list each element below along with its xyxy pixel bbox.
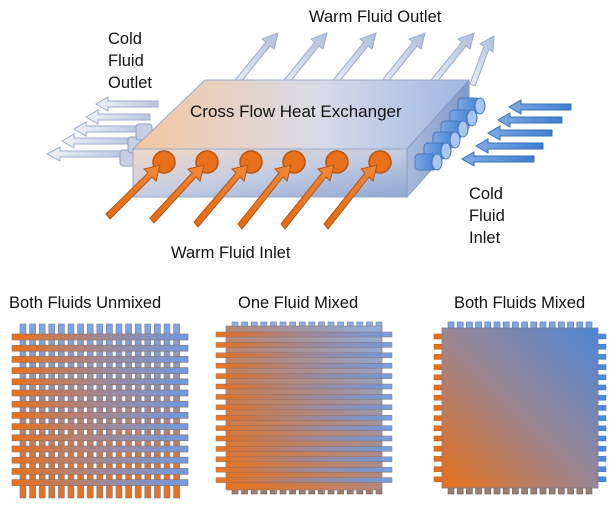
warm-channel-strip (215, 352, 393, 359)
cold-channel-strip (29, 323, 36, 499)
cold-channel-strip (77, 323, 84, 499)
cold-channel-strip (106, 323, 113, 499)
warm-channel-strip (11, 423, 189, 430)
cold-channel-strip (58, 323, 65, 499)
warm-channel-strip (11, 356, 189, 363)
panel-both-fluids-unmixed (11, 323, 189, 499)
cold-fluid-inlet-line-2: Fluid (469, 207, 505, 225)
cold-fluid-inlet-line-1: Cold (469, 185, 503, 203)
warm-fluid-outlet-label: Warm Fluid Outlet (309, 8, 442, 26)
cold-fluid-outlet-line-1: Cold (108, 30, 142, 48)
warm-channel-strip (11, 468, 189, 475)
warm-channel-strip (215, 342, 393, 348)
cold-fluid-outlet-line-3: Outlet (108, 74, 153, 92)
both-fluids-mixed-label: Both Fluids Mixed (454, 294, 586, 312)
warm-fluid-inlet-label: Warm Fluid Inlet (171, 244, 291, 262)
one-fluid-mixed-label: One Fluid Mixed (238, 294, 359, 312)
warm-channel-strip (215, 477, 393, 483)
warm-channel-strip (215, 331, 393, 338)
both-fluids-unmixed-label: Both Fluids Unmixed (9, 294, 162, 312)
warm-channel-strip (11, 445, 189, 453)
heat-exchanger-box (131, 78, 471, 199)
warm-channel-strip (215, 456, 393, 463)
cold-channel-strip (154, 323, 161, 499)
warm-channel-strip (215, 425, 393, 431)
warm-channel-strip (11, 456, 189, 464)
warm-channel-strip (11, 389, 189, 397)
cold-channel-strip (134, 323, 142, 499)
warm-channel-strip (215, 362, 393, 369)
warm-channel-strip (215, 373, 393, 379)
exchanger-title: Cross Flow Heat Exchanger (190, 102, 402, 121)
warm-channel-strip (215, 446, 393, 452)
cold-fluid-inlet-line-3: Inlet (469, 229, 501, 247)
warm-channel-strip (215, 383, 393, 390)
warm-channel-strip (11, 479, 189, 486)
cold-channel-strip (115, 323, 123, 499)
panel-both-fluids-mixed (433, 321, 607, 495)
cold-fluid-outlet-line-2: Fluid (108, 52, 144, 70)
cold-channel-strip (163, 323, 171, 499)
warm-channel-strip (11, 412, 189, 419)
warm-channel-strip (215, 394, 393, 400)
panel-one-fluid-mixed (215, 321, 393, 495)
warm-channel-strip (11, 434, 189, 442)
warm-channel-strip (11, 333, 189, 341)
cold-channel-strip (144, 323, 152, 499)
warm-channel-strip (215, 466, 393, 473)
warm-channel-strip (11, 344, 189, 352)
cold-channel-strip (38, 323, 46, 499)
mixed-fluid-region (441, 327, 599, 489)
cold-channel-strip (96, 323, 104, 499)
warm-channel-strip (11, 378, 189, 386)
cold-channel-strip (19, 323, 27, 499)
cold-channel-strip (86, 323, 94, 499)
warm-inlet-arrows (105, 164, 378, 230)
cold-channel-strip (173, 323, 180, 499)
cold-inlet-pipes (414, 97, 486, 171)
warm-channel-strip (11, 367, 189, 374)
cold-channel-strip (48, 323, 56, 499)
cold-inlet-arrows (461, 99, 572, 167)
warm-channel-strip (215, 414, 393, 421)
warm-inlet-ports (152, 150, 392, 174)
warm-channel-strip (215, 404, 393, 411)
warm-channel-strip (215, 435, 393, 442)
cold-fluid-inlet-label: Cold Fluid Inlet (469, 183, 505, 249)
cold-channel-strip (125, 323, 132, 499)
cold-outlet-arrows (45, 96, 159, 162)
cold-fluid-outlet-label: Cold Fluid Outlet (108, 28, 152, 94)
warm-outlet-arrows (231, 32, 495, 89)
cold-channel-strip (67, 323, 75, 499)
warm-channel-strip (11, 400, 189, 408)
